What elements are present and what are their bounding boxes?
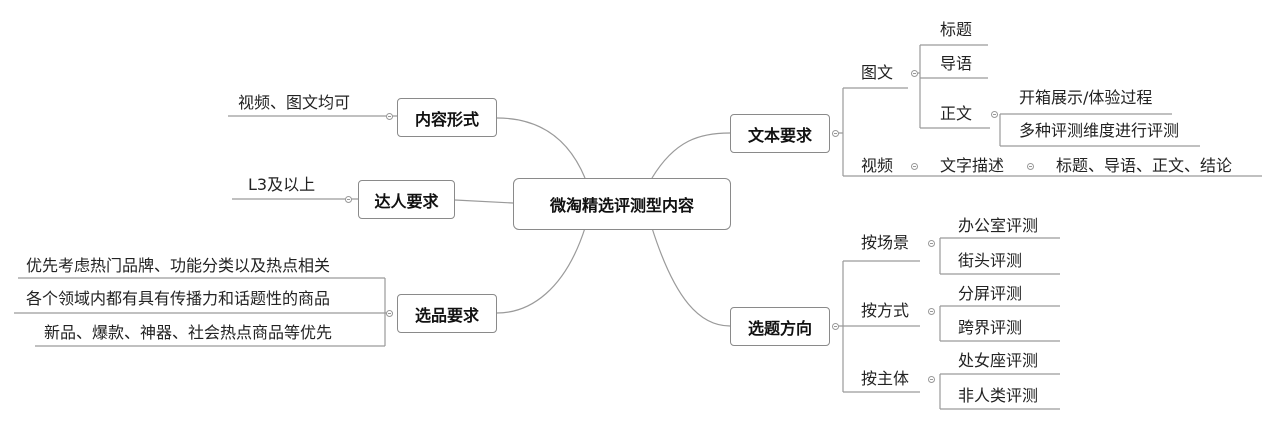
sub-method[interactable]: 按方式 xyxy=(861,301,910,320)
link-center-content-form xyxy=(496,117,586,179)
sub-tuwen[interactable]: 图文 xyxy=(861,63,894,82)
collapse-toggle-method[interactable] xyxy=(928,308,935,315)
leaf-multi-dimension[interactable]: 多种评测维度进行评测 xyxy=(1019,121,1180,140)
collapse-toggle-text-desc[interactable] xyxy=(1027,163,1034,170)
link-scene-sub xyxy=(939,237,1060,275)
collapse-toggle-zhengwen[interactable] xyxy=(991,111,998,118)
link-center-topic xyxy=(651,227,731,327)
sub-scene[interactable]: 按场景 xyxy=(861,233,910,252)
link-text-req-sub xyxy=(836,87,1262,177)
collapse-toggle-scene[interactable] xyxy=(928,240,935,247)
node-talent[interactable]: 达人要求 xyxy=(358,180,455,219)
collapse-toggle-topic[interactable] xyxy=(832,323,839,330)
leaf-split-screen[interactable]: 分屏评测 xyxy=(958,284,1023,303)
leaf-text-desc[interactable]: 文字描述 xyxy=(940,156,1005,175)
link-topic-sub xyxy=(836,260,920,393)
leaf-lead[interactable]: 导语 xyxy=(940,54,973,73)
leaf-video-detail[interactable]: 标题、导语、正文、结论 xyxy=(1056,156,1233,175)
node-content-form[interactable]: 内容形式 xyxy=(397,98,497,137)
sub-subject[interactable]: 按主体 xyxy=(861,369,910,388)
leaf-office[interactable]: 办公室评测 xyxy=(958,216,1039,235)
collapse-toggle-selection[interactable] xyxy=(386,310,393,317)
node-text-req[interactable]: 文本要求 xyxy=(730,114,830,153)
sub-video[interactable]: 视频 xyxy=(861,156,894,175)
collapse-toggle-tuwen[interactable] xyxy=(911,70,918,77)
leaf-crossover[interactable]: 跨界评测 xyxy=(958,318,1023,337)
collapse-toggle-subject[interactable] xyxy=(928,376,935,383)
collapse-toggle-talent[interactable] xyxy=(345,196,352,203)
sub-zhengwen[interactable]: 正文 xyxy=(940,104,973,123)
leaf-selection-2[interactable]: 各个领域内都有具有传播力和话题性的商品 xyxy=(26,289,331,308)
leaf-unboxing[interactable]: 开箱展示/体验过程 xyxy=(1019,88,1153,107)
link-center-talent xyxy=(454,199,514,204)
link-zhengwen-sub xyxy=(999,113,1200,147)
center-topic[interactable]: 微淘精选评测型内容 xyxy=(513,178,731,230)
link-tuwen-sub xyxy=(918,44,990,129)
leaf-talent[interactable]: L3及以上 xyxy=(248,175,316,194)
leaf-content-form[interactable]: 视频、图文均可 xyxy=(238,93,351,112)
link-center-text-req xyxy=(651,132,731,179)
link-subject-sub xyxy=(939,373,1060,410)
leaf-virgo[interactable]: 处女座评测 xyxy=(958,351,1039,370)
leaf-title[interactable]: 标题 xyxy=(940,20,973,39)
leaf-non-human[interactable]: 非人类评测 xyxy=(958,386,1039,405)
collapse-toggle-text-req[interactable] xyxy=(832,130,839,137)
leaf-selection-1[interactable]: 优先考虑热门品牌、功能分类以及热点相关 xyxy=(26,256,331,275)
node-topic[interactable]: 选题方向 xyxy=(730,307,830,346)
collapse-toggle-video[interactable] xyxy=(911,163,918,170)
link-center-selection xyxy=(496,227,586,314)
collapse-toggle-content-form[interactable] xyxy=(386,113,393,120)
node-selection[interactable]: 选品要求 xyxy=(397,294,497,333)
leaf-street[interactable]: 街头评测 xyxy=(958,251,1023,270)
leaf-selection-3[interactable]: 新品、爆款、神器、社会热点商品等优先 xyxy=(44,323,333,342)
link-method-sub xyxy=(939,305,1060,342)
